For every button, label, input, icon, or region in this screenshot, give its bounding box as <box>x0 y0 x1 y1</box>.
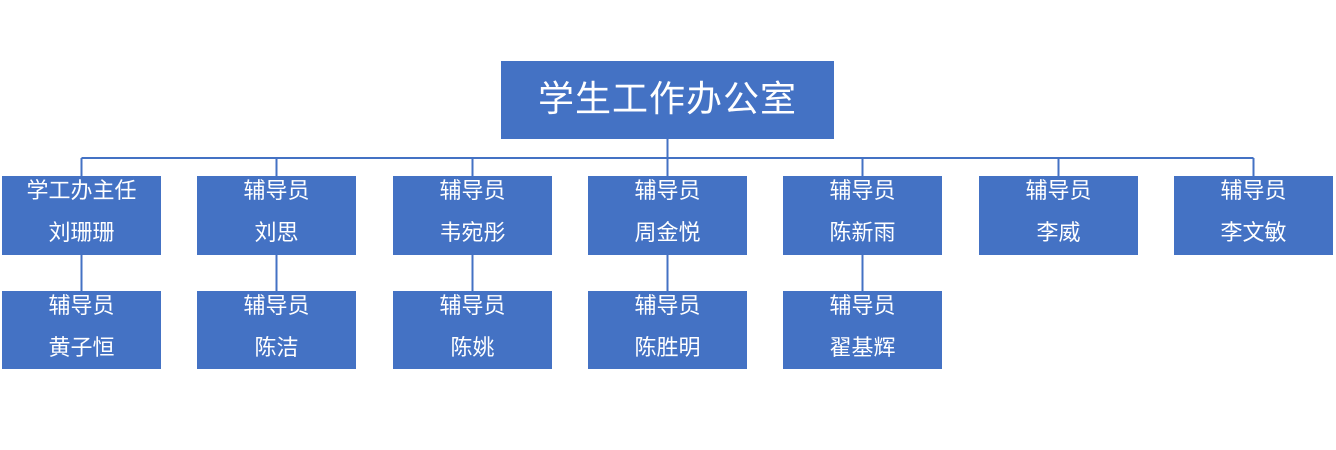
node-level2-1: 辅导员 黄子恒 <box>2 291 161 369</box>
node-level2-2: 辅导员 陈洁 <box>197 291 356 369</box>
node-person-name: 陈姚 <box>450 336 495 361</box>
node-level1-7: 辅导员 李文敏 <box>1174 176 1333 255</box>
node-role: 辅导员 <box>243 294 310 319</box>
node-level1-5: 辅导员 陈新雨 <box>783 176 942 255</box>
node-role: 辅导员 <box>439 179 506 204</box>
node-role: 辅导员 <box>439 294 506 319</box>
node-role: 辅导员 <box>634 179 701 204</box>
node-level1-1: 学工办主任 刘珊珊 <box>2 176 161 255</box>
node-person-name: 翟基辉 <box>829 336 896 361</box>
node-role: 学工办主任 <box>26 179 137 204</box>
node-level1-4: 辅导员 周金悦 <box>588 176 747 255</box>
node-person-name: 刘珊珊 <box>48 221 115 246</box>
root-node: 学生工作办公室 <box>501 61 834 139</box>
node-person-name: 黄子恒 <box>48 336 115 361</box>
node-level1-6: 辅导员 李威 <box>979 176 1138 255</box>
node-role: 辅导员 <box>829 294 896 319</box>
node-role: 辅导员 <box>634 294 701 319</box>
node-role: 辅导员 <box>48 294 115 319</box>
node-level2-4: 辅导员 陈胜明 <box>588 291 747 369</box>
node-person-name: 周金悦 <box>634 221 701 246</box>
node-person-name: 李威 <box>1036 221 1081 246</box>
root-title: 学生工作办公室 <box>537 79 797 120</box>
node-person-name: 陈洁 <box>254 336 299 361</box>
node-person-name: 陈胜明 <box>634 336 701 361</box>
node-level1-3: 辅导员 韦宛彤 <box>393 176 552 255</box>
node-person-name: 韦宛彤 <box>439 221 506 246</box>
node-role: 辅导员 <box>243 179 310 204</box>
node-person-name: 李文敏 <box>1220 221 1287 246</box>
node-level1-2: 辅导员 刘思 <box>197 176 356 255</box>
node-level2-5: 辅导员 翟基辉 <box>783 291 942 369</box>
node-role: 辅导员 <box>829 179 896 204</box>
node-role: 辅导员 <box>1220 179 1287 204</box>
node-level2-3: 辅导员 陈姚 <box>393 291 552 369</box>
node-person-name: 刘思 <box>254 221 299 246</box>
node-person-name: 陈新雨 <box>829 221 896 246</box>
node-role: 辅导员 <box>1025 179 1092 204</box>
